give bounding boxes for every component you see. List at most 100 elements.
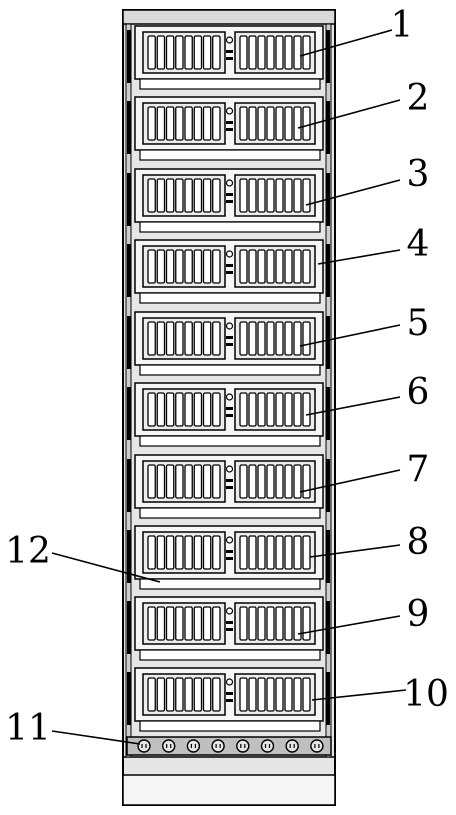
power-outlet	[285, 739, 299, 753]
drive-slot	[202, 35, 212, 70]
callout-3: 3	[407, 154, 430, 195]
drive-slot	[184, 35, 193, 70]
drive-slot	[248, 677, 257, 712]
drive-slot	[293, 535, 302, 570]
drive-slot	[184, 464, 193, 499]
indicator-bar	[226, 557, 233, 560]
drive-slot	[184, 677, 193, 712]
callout-7: 7	[407, 449, 430, 490]
drive-slot	[175, 464, 184, 499]
indicator-bar	[226, 121, 233, 124]
power-outlet	[137, 739, 151, 753]
drive-slot	[156, 321, 166, 356]
drive-slot	[266, 321, 275, 356]
drive-slot	[284, 464, 293, 499]
drive-slot	[302, 677, 311, 712]
drive-bay-right	[234, 102, 316, 145]
drive-slot	[293, 392, 302, 427]
drive-bay-right	[234, 460, 316, 503]
drive-bay-right	[234, 317, 316, 360]
drive-slot	[147, 535, 156, 570]
drive-slot	[212, 535, 221, 570]
drive-slot	[275, 321, 284, 356]
drive-slot	[184, 178, 193, 213]
drive-slot	[266, 606, 275, 641]
power-outlet	[310, 739, 324, 753]
leader-line	[297, 99, 401, 129]
drive-slot	[266, 535, 275, 570]
drive-slot	[165, 606, 175, 641]
drive-slot	[202, 178, 212, 213]
drive-slot	[293, 35, 302, 70]
power-strip	[126, 736, 332, 756]
drive-slot	[184, 321, 193, 356]
drive-slot	[302, 106, 311, 141]
drive-slot	[193, 392, 203, 427]
drive-slot	[184, 106, 193, 141]
drive-slot	[193, 464, 203, 499]
drive-slot	[275, 392, 284, 427]
status-led	[225, 393, 234, 401]
drive-slot	[239, 392, 248, 427]
status-led	[225, 250, 234, 258]
drive-slot	[184, 535, 193, 570]
drive-slot	[257, 106, 266, 141]
drive-slot	[257, 249, 266, 284]
drive-slot	[302, 535, 311, 570]
drive-slot	[266, 392, 275, 427]
drive-slot	[257, 35, 266, 70]
server-unit	[127, 311, 330, 376]
callout-2: 2	[407, 78, 430, 119]
shelf-divider	[139, 78, 321, 90]
drive-slot	[266, 464, 275, 499]
server-unit	[127, 168, 330, 233]
drive-slot	[257, 464, 266, 499]
drive-slot	[212, 464, 221, 499]
drive-slot	[302, 606, 311, 641]
callout-4: 4	[407, 224, 430, 265]
drive-slot	[202, 249, 212, 284]
indicator-bar	[226, 128, 233, 131]
cabinet-base	[122, 774, 336, 806]
indicator-bar	[226, 628, 233, 631]
drive-slot	[302, 35, 311, 70]
callout-5: 5	[407, 303, 430, 344]
drive-slot	[266, 249, 275, 284]
rail-ear-right	[326, 601, 330, 654]
drive-slot	[284, 35, 293, 70]
drive-slot	[257, 606, 266, 641]
drive-slot	[239, 535, 248, 570]
drive-slot	[193, 606, 203, 641]
indicator-bar	[226, 692, 233, 695]
drive-slot	[147, 321, 156, 356]
drive-slot	[212, 249, 221, 284]
drive-slot	[284, 392, 293, 427]
drive-slot	[248, 321, 257, 356]
server-unit	[127, 454, 330, 519]
leader-line	[317, 249, 401, 265]
drive-slot	[193, 35, 203, 70]
drive-slot	[156, 606, 166, 641]
status-led	[225, 322, 234, 330]
drive-slot	[165, 392, 175, 427]
status-led	[225, 536, 234, 544]
indicator-bar	[226, 271, 233, 274]
rail-ear-left	[127, 244, 131, 297]
shelf-divider	[139, 364, 321, 376]
drive-slot	[156, 178, 166, 213]
indicator-bar	[226, 57, 233, 60]
drive-slot	[284, 677, 293, 712]
drive-slot	[193, 677, 203, 712]
shelf-divider	[139, 507, 321, 519]
leader-line	[311, 689, 407, 701]
drive-slot	[293, 178, 302, 213]
drive-slot	[284, 321, 293, 356]
power-outlet	[186, 739, 201, 753]
indicator-bar	[226, 407, 233, 410]
drive-slot	[293, 677, 302, 712]
callout-12: 12	[5, 531, 51, 572]
server-unit	[127, 382, 330, 447]
power-outlet	[211, 739, 225, 753]
drive-slot	[147, 677, 156, 712]
